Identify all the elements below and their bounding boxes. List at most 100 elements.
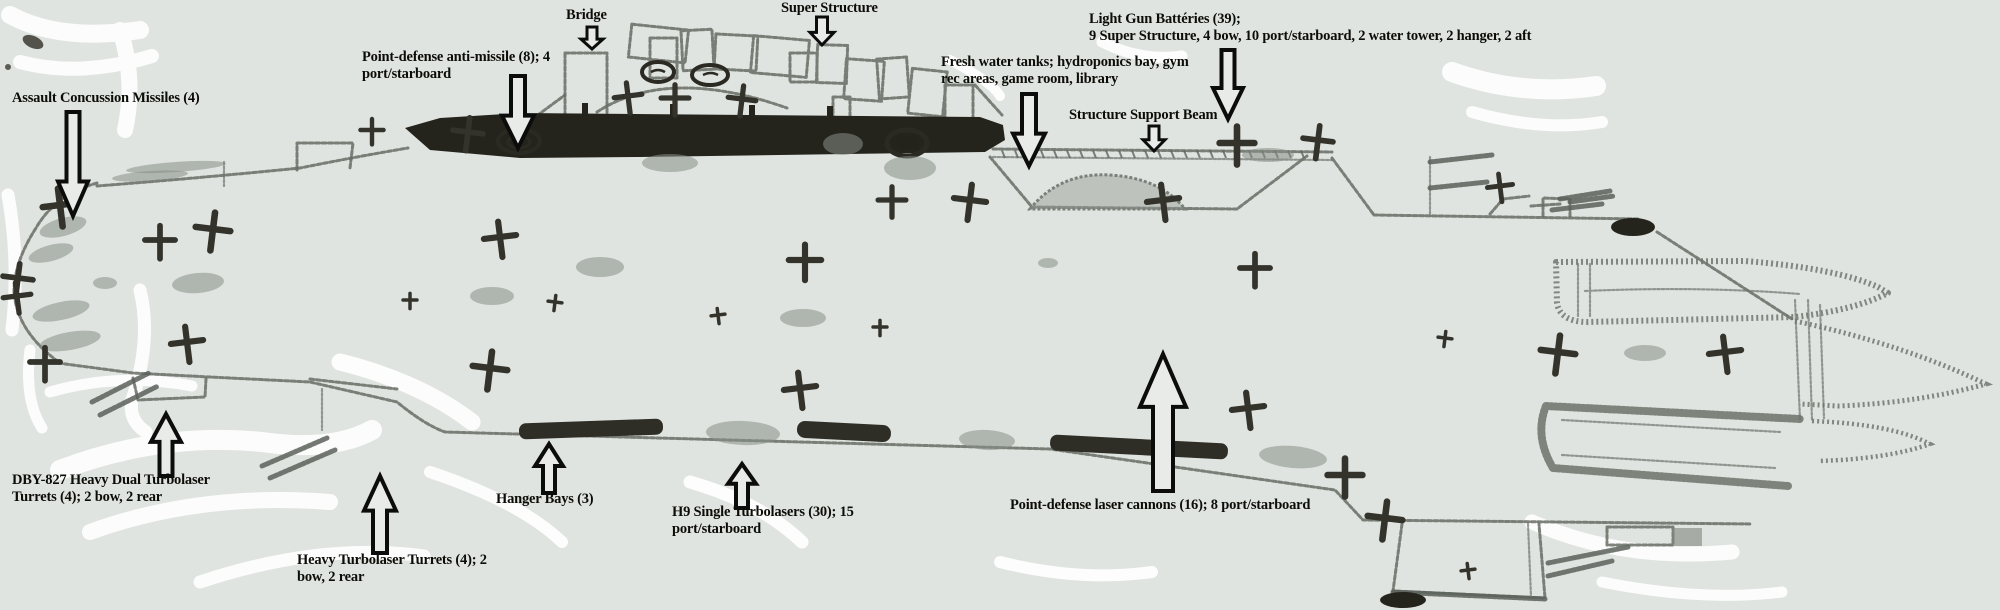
bottom-hull <box>56 361 1754 526</box>
label-assault-concussion-missiles: Assault Concussion Missiles (4) <box>12 90 200 106</box>
engine-plume-lower <box>1811 418 1936 464</box>
gun-cross-icon <box>1537 332 1579 377</box>
aft-hanging-box <box>1391 522 1547 600</box>
arrow-heavy-turbolaser-turrets-icon <box>360 471 400 555</box>
stipple-blob <box>780 309 826 327</box>
engine-step-spikes <box>1549 188 1613 213</box>
superstructure-right-slope <box>973 83 1004 117</box>
aft-section <box>1330 152 1994 608</box>
stipple-blob <box>470 287 514 305</box>
stipple-blob <box>1038 258 1058 268</box>
gun-cross-icon <box>1143 181 1183 224</box>
gun-cross-icon <box>709 306 727 326</box>
label-bridge: Bridge <box>566 7 607 23</box>
gun-cross-icon <box>950 181 990 224</box>
gun-cross-icon <box>1300 122 1336 162</box>
bow-step-structure <box>295 141 355 172</box>
aft-drop-diagonal <box>1330 156 1376 217</box>
aft-box-spikes <box>1545 544 1631 579</box>
aft-box-spike <box>1567 193 1617 205</box>
engine-diagonal <box>1655 230 1794 321</box>
deck-trench-band <box>405 113 1005 158</box>
stipple-blob <box>32 300 90 322</box>
mid-struts <box>259 435 338 481</box>
gun-cross-icon <box>780 369 820 412</box>
gun-cross-icon <box>1436 329 1454 349</box>
gun-cross-icon <box>1459 561 1477 581</box>
engine-pylon <box>1793 298 1826 422</box>
gun-cross-icon <box>546 293 564 313</box>
gun-cross-icon <box>725 83 759 119</box>
label-structure-support-beam: Structure Support Beam <box>1069 107 1218 123</box>
dby-notch <box>131 376 208 402</box>
engine-nacelle-upper <box>1553 258 1891 325</box>
stipple-blob <box>1242 148 1294 162</box>
gun-cross-icon <box>658 82 692 118</box>
arrow-structure-support-beam-icon <box>1139 124 1169 154</box>
dark-ringed-gun-right <box>884 127 930 159</box>
arrow-light-gun-batteries-icon <box>1209 48 1247 124</box>
aft-bracket <box>1537 402 1804 490</box>
aft-mast-arm-mid <box>1427 179 1490 191</box>
beam-tick <box>1157 150 1162 159</box>
gun-crosses <box>0 80 1745 581</box>
aft-deck-line <box>1372 213 1642 221</box>
label-point-defense-anti-missile: Point-defense anti-missile (8); 4 port/s… <box>362 49 550 82</box>
superstructure-boxes <box>626 22 975 142</box>
stipple-blob <box>112 170 188 182</box>
label-light-gun-batteries: Light Gun Battéries (39); 9 Super Struct… <box>1089 11 1532 44</box>
superstructure <box>405 22 1005 159</box>
beam-tick <box>1209 150 1214 159</box>
gun-cross-icon <box>142 222 178 262</box>
bow-struts <box>89 370 161 418</box>
label-fresh-water-tanks: Fresh water tanks; hydroponics bay, gym … <box>941 54 1189 87</box>
beam-tick <box>1105 150 1110 159</box>
beam-tick <box>1001 150 1006 159</box>
beam-tick <box>1079 150 1084 159</box>
gun-cross-icon <box>450 114 486 154</box>
gun-cross-icon <box>785 241 825 284</box>
beam-tick <box>1196 150 1201 159</box>
beam-tick <box>1092 150 1097 159</box>
annotation-arrows <box>54 15 1247 555</box>
gun-cross-icon <box>1364 498 1406 543</box>
gun-cross-icon <box>1237 250 1273 290</box>
superstructure-dome-arc <box>595 86 789 114</box>
hangar-blobs <box>519 418 1228 460</box>
aft-bracket-inner <box>1560 418 1782 470</box>
deck-trench-posts <box>582 103 833 138</box>
stipple-blobs <box>28 133 1666 469</box>
stipple-blob <box>172 272 224 294</box>
aft-stipple-bar <box>1672 528 1702 546</box>
stray-marks <box>5 34 44 70</box>
arrow-super-structure-icon <box>806 15 838 48</box>
bow-deck-line <box>95 146 410 188</box>
gun-cross-icon <box>480 218 520 261</box>
gun-cross-icon <box>27 344 63 384</box>
superstructure-window-ovals <box>640 60 730 87</box>
label-h9-single-turbolasers: H9 Single Turbolasers (30); 15 port/star… <box>672 504 854 537</box>
aft-box-bottom <box>1390 589 1548 602</box>
stipple-blob <box>576 257 624 277</box>
arrow-point-defense-laser-cannons-icon <box>1136 348 1190 493</box>
white-streaks <box>1 6 1788 601</box>
label-point-defense-laser-cannons: Point-defense laser cannons (16); 8 port… <box>1010 497 1311 513</box>
gun-cross-icon <box>401 291 419 311</box>
engine-dark-ellipse <box>1611 218 1655 236</box>
stipple-blob <box>823 133 863 155</box>
bottom-bar <box>308 377 399 391</box>
label-hanger-bays: Hanger Bays (3) <box>496 491 594 507</box>
gun-cross-icon <box>192 209 234 254</box>
beam-tick <box>1014 150 1019 159</box>
gun-cross-icon <box>875 184 909 220</box>
aft-mast-arm-top <box>1427 152 1495 165</box>
beam-tick <box>1144 150 1149 159</box>
arrow-assault-concussion-missiles-icon <box>54 110 92 222</box>
stipple-blob <box>1259 445 1327 469</box>
stipple-blob <box>884 156 936 180</box>
label-super-structure: Super Structure <box>781 0 878 16</box>
gun-cross-icon <box>167 323 207 366</box>
gun-cross-icon <box>1228 389 1268 432</box>
